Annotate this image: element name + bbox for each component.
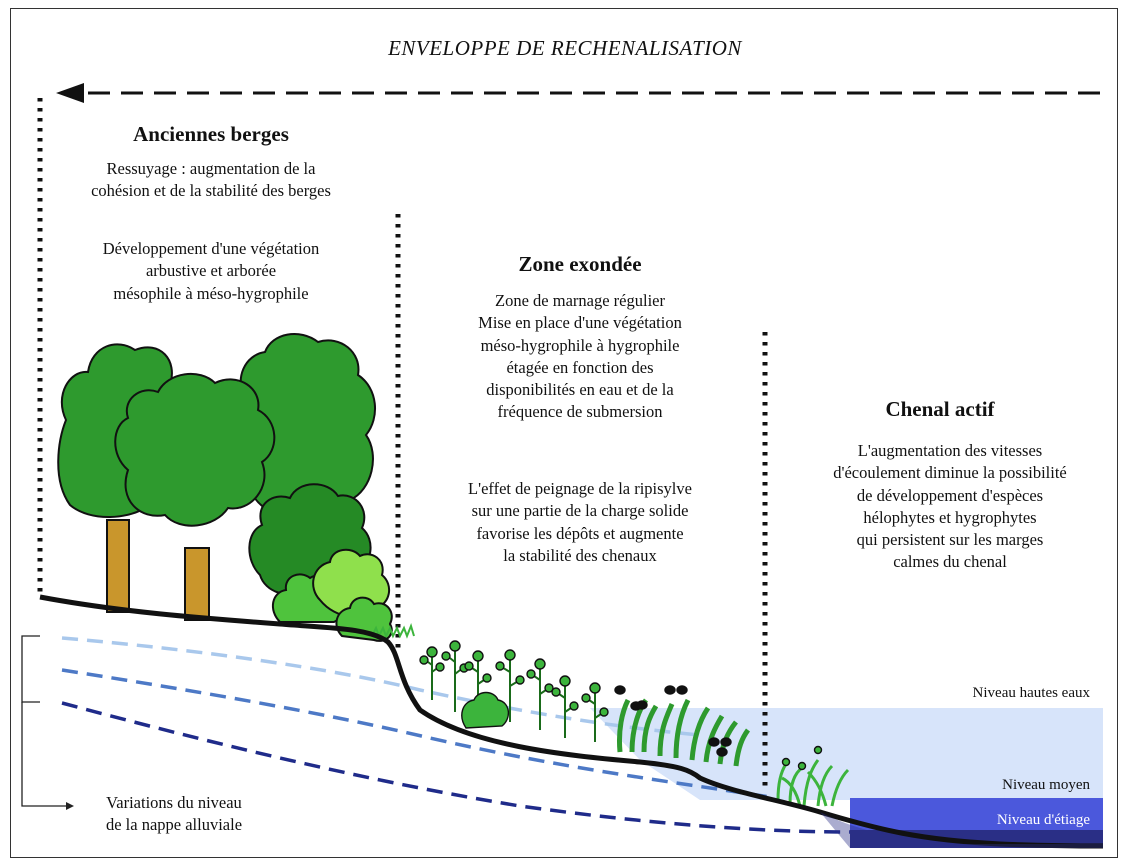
nappe-pointer (21, 702, 66, 807)
heading-chenal-actif: Chenal actif (885, 397, 995, 421)
helophyte-head (797, 761, 807, 771)
heading-anciennes-berges: Anciennes berges (133, 122, 289, 146)
ground-profile (39, 594, 1104, 849)
shrub-low (461, 691, 509, 729)
low-water-shore (820, 812, 1103, 848)
tree-trunk (184, 547, 210, 621)
text-anciennes-berges-1: Ressuyage : augmentation de la cohésion … (91, 159, 331, 201)
text-anciennes-berges-2: Développement d'une végétation arbustive… (102, 239, 320, 303)
helophyte-head (781, 757, 791, 767)
nappe-bracket (21, 635, 40, 703)
label-niveau-etiage: Niveau d'étiage (996, 812, 1090, 828)
text-chenal-actif: L'augmentation des vitesses d'écoulement… (833, 441, 1067, 572)
cattails (614, 685, 732, 757)
envelope-title: ENVELOPPE DE RECHENALISATION (388, 36, 742, 60)
nappe-line-high (61, 636, 701, 737)
helophyte-head (813, 745, 823, 755)
heading-zone-exondee: Zone exondée (518, 252, 642, 276)
high-water-area (590, 708, 1103, 800)
herbaceous-vegetation (419, 640, 850, 807)
diagram-frame (10, 8, 1118, 858)
tree-group (57, 333, 393, 642)
label-nappe-alluviale: Variations du niveau de la nappe alluvia… (105, 793, 243, 835)
mean-water-area (850, 798, 1103, 832)
label-niveau-hautes-eaux: Niveau hautes eaux (972, 685, 1090, 701)
helophytes (776, 759, 850, 807)
tree-canopy (114, 372, 276, 527)
nappe-line-low (61, 701, 851, 834)
envelope-arrowhead (56, 83, 84, 103)
label-niveau-moyen: Niveau moyen (1002, 777, 1090, 793)
text-zone-exondee-2: L'effet de peignage de la ripisylve sur … (468, 479, 692, 565)
tree-trunk (106, 519, 130, 613)
nappe-pointer-arrowhead (66, 802, 74, 810)
text-zone-exondee-1: Zone de marnage régulier Mise en place d… (478, 291, 682, 422)
